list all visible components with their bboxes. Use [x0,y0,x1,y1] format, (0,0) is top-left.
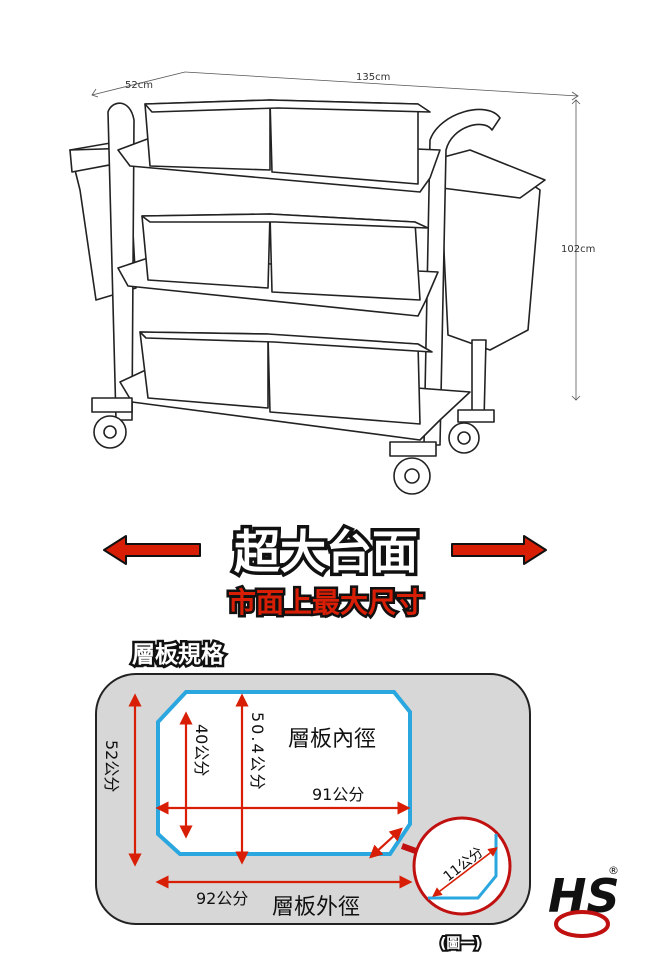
figure-caption: (圖一) [440,935,481,952]
dimension-lines [91,71,581,401]
cart-frame [69,99,546,495]
outer-depth-label: 52公分 [102,740,121,792]
subline: 市面上最大尺寸 [228,586,424,619]
outer-width-label: 92公分 [196,889,248,908]
measure-arrows [128,693,413,889]
hs-logo: HS ® [548,864,620,938]
cart-illustration: 52cm 135cm 102cm [69,71,595,495]
headline: 超大台面 [234,525,418,579]
registered-mark: ® [608,864,619,877]
corner-callout: 11公分 [400,816,512,916]
width-dimension: 135cm [356,72,390,83]
left-arrow-icon [103,535,201,565]
inner-width-label: 91公分 [312,785,364,804]
height-dimension: 102cm [561,244,595,255]
spec-title: 層板規格 [132,641,225,668]
depth-dimension: 52cm [125,80,153,91]
logo-letters: HS [548,869,620,923]
banner: 超大台面 市面上最大尺寸 [103,522,547,622]
inner-depth-label: 40公分 [192,724,211,776]
inner-depth-full-label: 50.4公分 [248,712,267,792]
inner-size-label: 層板內徑 [288,727,376,752]
outer-size-label: 層板外徑 [272,895,360,920]
shelf-spec-diagram: 層板規格 52公分 40公分 50.4公分 層板內徑 91公分 92公分 層板外… [95,639,620,954]
right-arrow-icon [451,535,547,565]
